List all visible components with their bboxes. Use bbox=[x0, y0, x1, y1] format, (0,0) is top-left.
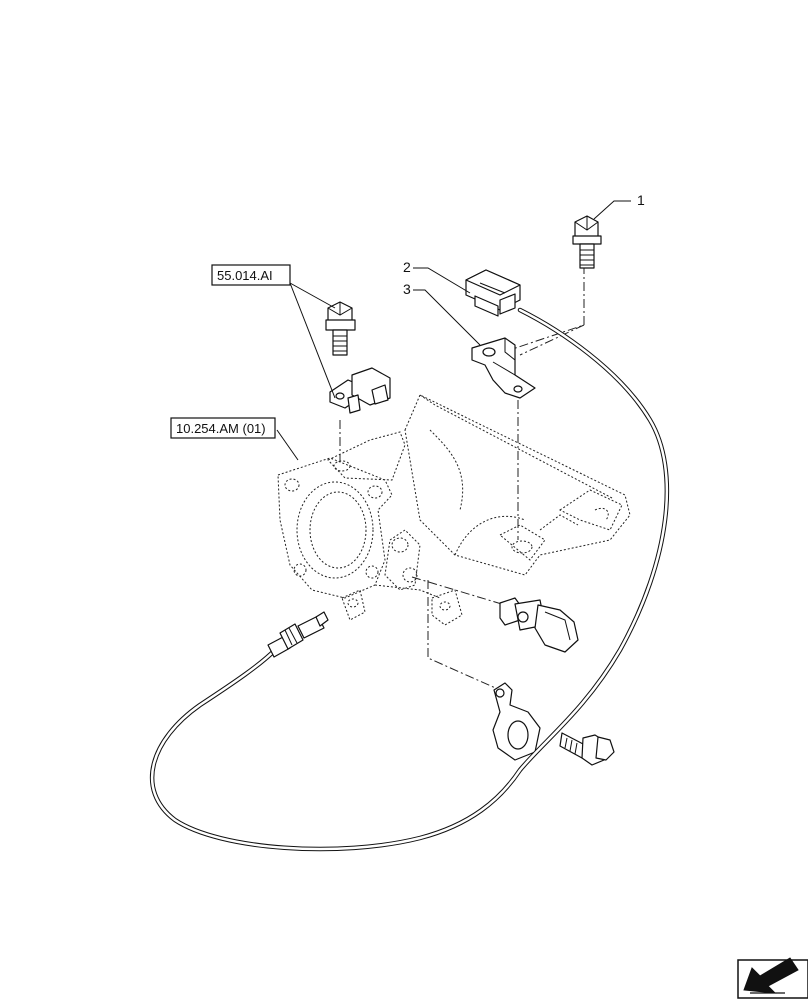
next-page-arrow-icon[interactable] bbox=[737, 957, 808, 999]
callout-2: 2 bbox=[403, 259, 411, 275]
callout-3: 3 bbox=[403, 281, 411, 297]
manifold-reference-label: 10.254.AM (01) bbox=[176, 421, 266, 436]
sensor-bolt bbox=[325, 301, 356, 356]
leader-lines bbox=[276, 200, 631, 461]
cable-clip bbox=[492, 682, 541, 761]
sensor-reference-box[interactable]: 55.014.AI bbox=[211, 264, 291, 286]
clip-bolt bbox=[559, 732, 615, 766]
manifold-body bbox=[277, 394, 631, 626]
bracket-part-3 bbox=[471, 337, 536, 399]
assembly-axis-lines bbox=[339, 265, 585, 691]
temperature-sender bbox=[499, 597, 579, 653]
manifold-reference-box[interactable]: 10.254.AM (01) bbox=[170, 417, 276, 439]
sensor-cable bbox=[149, 307, 670, 852]
sensor-reference-label: 55.014.AI bbox=[217, 268, 273, 283]
callout-1: 1 bbox=[637, 192, 645, 208]
temperature-probe bbox=[267, 611, 329, 658]
connector-part-2 bbox=[465, 269, 521, 317]
position-sensor bbox=[329, 367, 391, 414]
bolt-part-1 bbox=[572, 215, 602, 269]
